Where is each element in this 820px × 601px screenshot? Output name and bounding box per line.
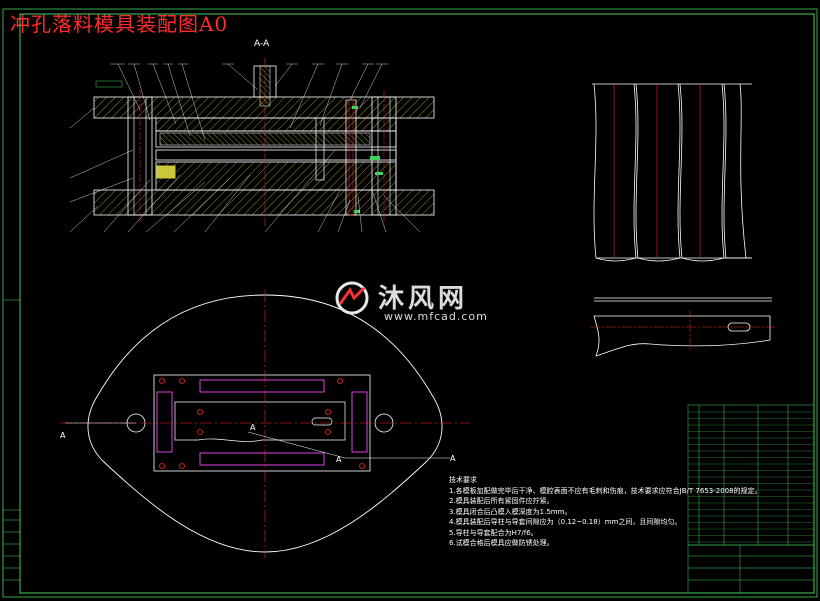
section-label: A-A (254, 39, 270, 49)
view-mark-a-right: A (450, 454, 456, 463)
notes-heading: 技术要求 (449, 476, 477, 484)
plan-view: A A A A (60, 290, 470, 558)
technical-notes: 技术要求 1.各模板加配做完毕后干净、模腔表面不应有毛刺和伤痕，技术要求应符合J… (449, 475, 762, 549)
watermark-url: www.mfcad.com (384, 310, 488, 323)
view-mark-a-center: A (250, 423, 256, 432)
parts-list-table (687, 404, 815, 594)
view-mark-a-lower: A (336, 455, 342, 464)
notes-item: 4.模具装配后导柱与导套间隙应为（0.12~0.18）mm之间，且间隙均匀。 (449, 518, 682, 526)
section-view (69, 58, 435, 233)
notes-item: 1.各模板加配做完毕后干净、模腔表面不应有毛刺和伤痕，技术要求应符合JB/T 7… (449, 486, 762, 495)
strip-layout-view (590, 83, 775, 357)
notes-item: 3.模具闭合后凸模入模深度为1.5mm。 (449, 507, 572, 516)
left-title-strip (2, 509, 21, 581)
drawing-title: 冲孔落料模具装配图A0 (10, 12, 229, 36)
notes-item: 5.导柱与导套配合为H7/f6。 (449, 528, 538, 537)
watermark-logo-icon (335, 281, 369, 315)
sheet-frame (2, 8, 818, 598)
view-mark-a-left: A (60, 431, 66, 440)
notes-item: 6.试模合格后模具应做防锈处理。 (449, 539, 554, 547)
watermark-brand: 沐风网 (378, 284, 469, 314)
notes-item: 2.模具装配后所有紧固件应拧紧。 (449, 497, 554, 505)
